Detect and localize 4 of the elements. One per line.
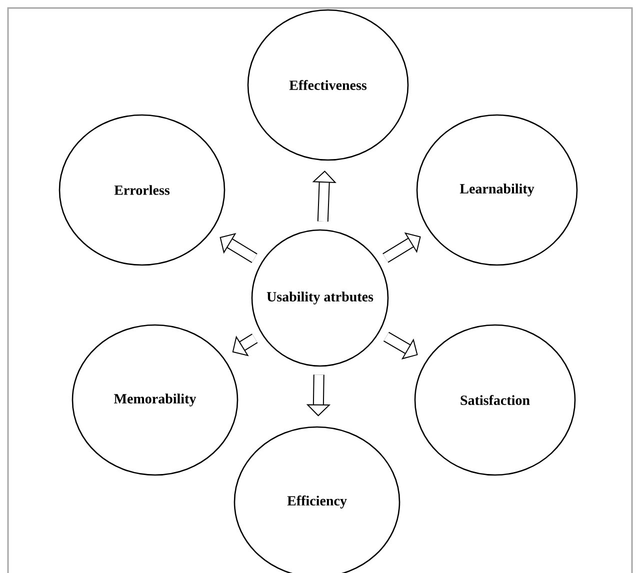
- block-arrow: [232, 334, 258, 356]
- block-arrow: [220, 233, 258, 263]
- block-arrow: [383, 332, 418, 360]
- block-arrow: [382, 232, 421, 263]
